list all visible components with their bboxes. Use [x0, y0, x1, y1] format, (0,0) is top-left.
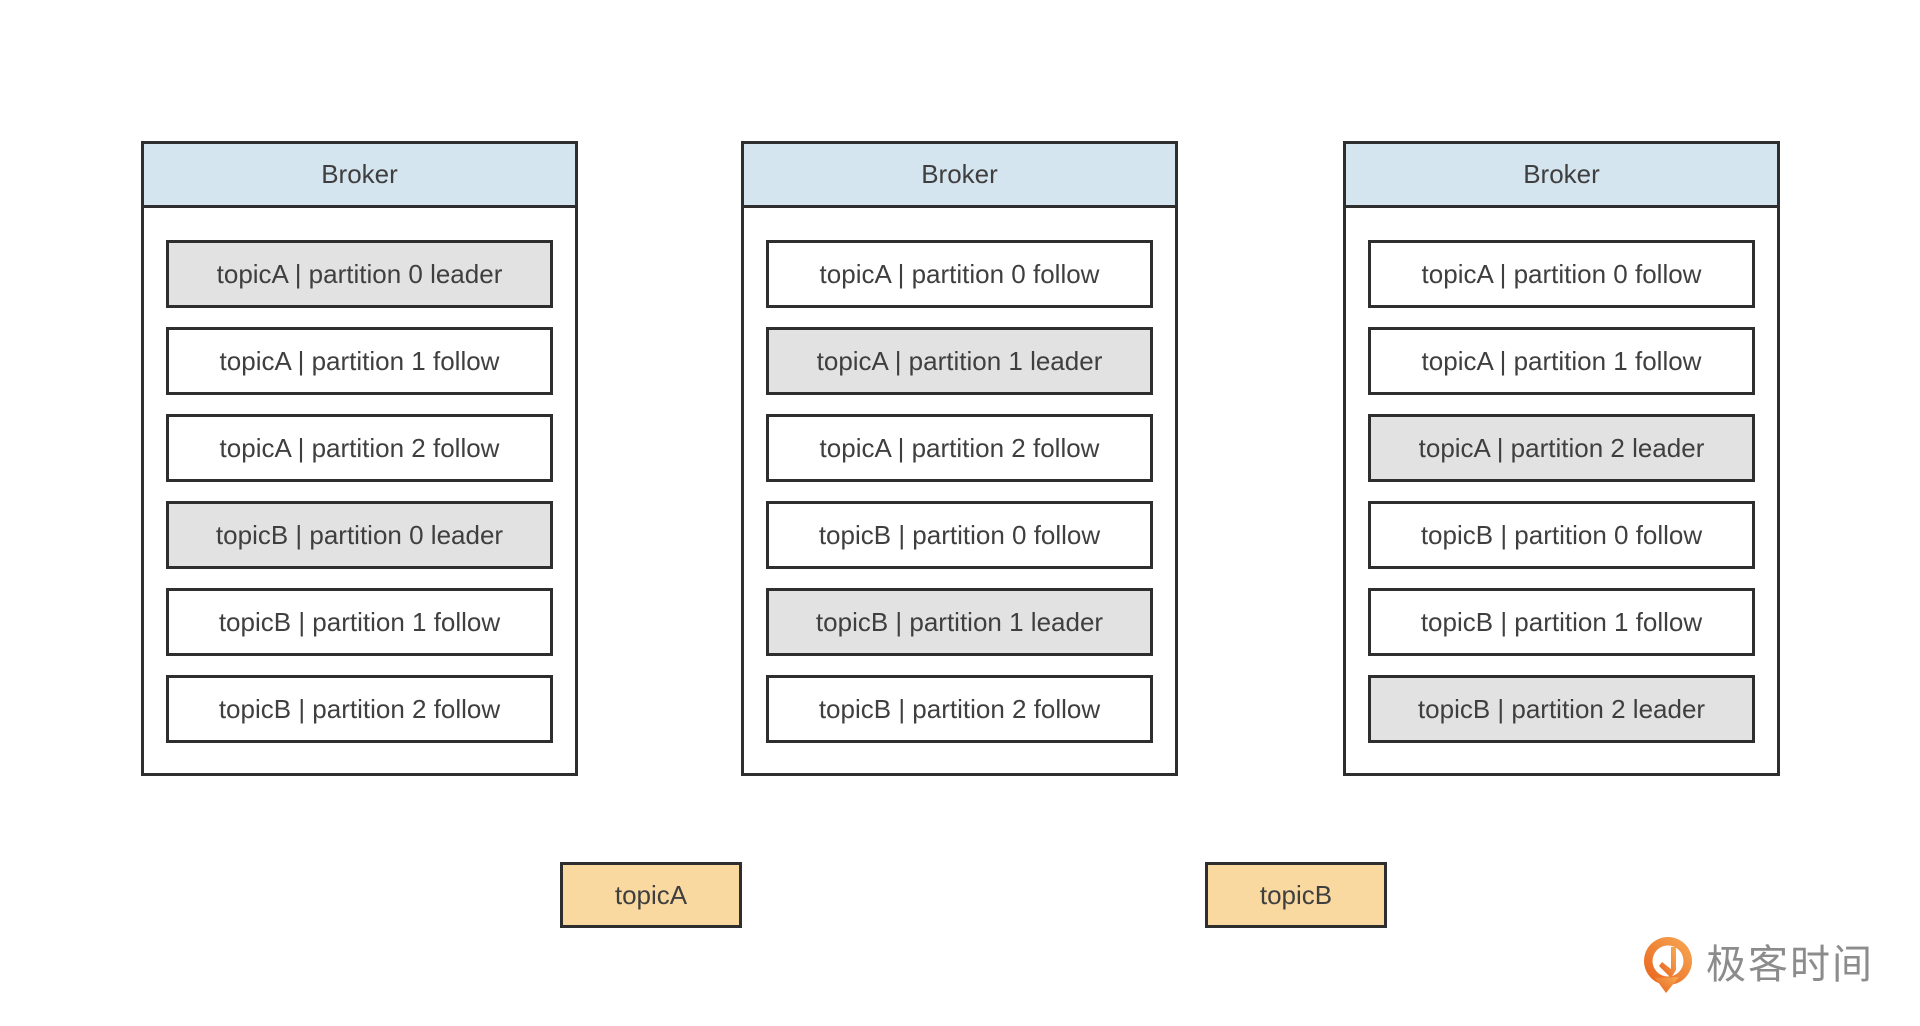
topic-b-label: topicB — [1205, 862, 1387, 928]
broker-partition-list: topicA | partition 0 follow topicA | part… — [744, 208, 1175, 773]
partition-cell: topicB | partition 1 follow — [1368, 588, 1755, 656]
broker-title: Broker — [744, 144, 1175, 208]
partition-cell: topicA | partition 2 follow — [766, 414, 1153, 482]
partition-cell: topicA | partition 1 leader — [766, 327, 1153, 395]
broker-title: Broker — [1346, 144, 1777, 208]
partition-cell: topicB | partition 0 leader — [166, 501, 553, 569]
partition-cell: topicB | partition 2 follow — [166, 675, 553, 743]
partition-cell: topicA | partition 0 leader — [166, 240, 553, 308]
partition-cell: topicA | partition 2 follow — [166, 414, 553, 482]
partition-cell: topicA | partition 2 leader — [1368, 414, 1755, 482]
partition-cell: topicA | partition 0 follow — [766, 240, 1153, 308]
partition-cell: topicB | partition 0 follow — [766, 501, 1153, 569]
geektime-logo: 极客时间 — [1642, 936, 1874, 994]
geektime-logo-text: 极客时间 — [1706, 943, 1874, 987]
topic-a-label: topicA — [560, 862, 742, 928]
partition-cell: topicB | partition 1 follow — [166, 588, 553, 656]
geektime-pin-icon — [1644, 937, 1692, 993]
partition-cell: topicA | partition 1 follow — [1368, 327, 1755, 395]
partition-cell: topicB | partition 0 follow — [1368, 501, 1755, 569]
partition-cell: topicB | partition 2 follow — [766, 675, 1153, 743]
partition-cell: topicA | partition 1 follow — [166, 327, 553, 395]
broker-partition-list: topicA | partition 0 follow topicA | part… — [1346, 208, 1777, 773]
partition-cell: topicB | partition 1 leader — [766, 588, 1153, 656]
broker-partition-list: topicA | partition 0 leader topicA | part… — [144, 208, 575, 773]
partition-cell: topicA | partition 0 follow — [1368, 240, 1755, 308]
partition-cell: topicB | partition 2 leader — [1368, 675, 1755, 743]
broker-title: Broker — [144, 144, 575, 208]
